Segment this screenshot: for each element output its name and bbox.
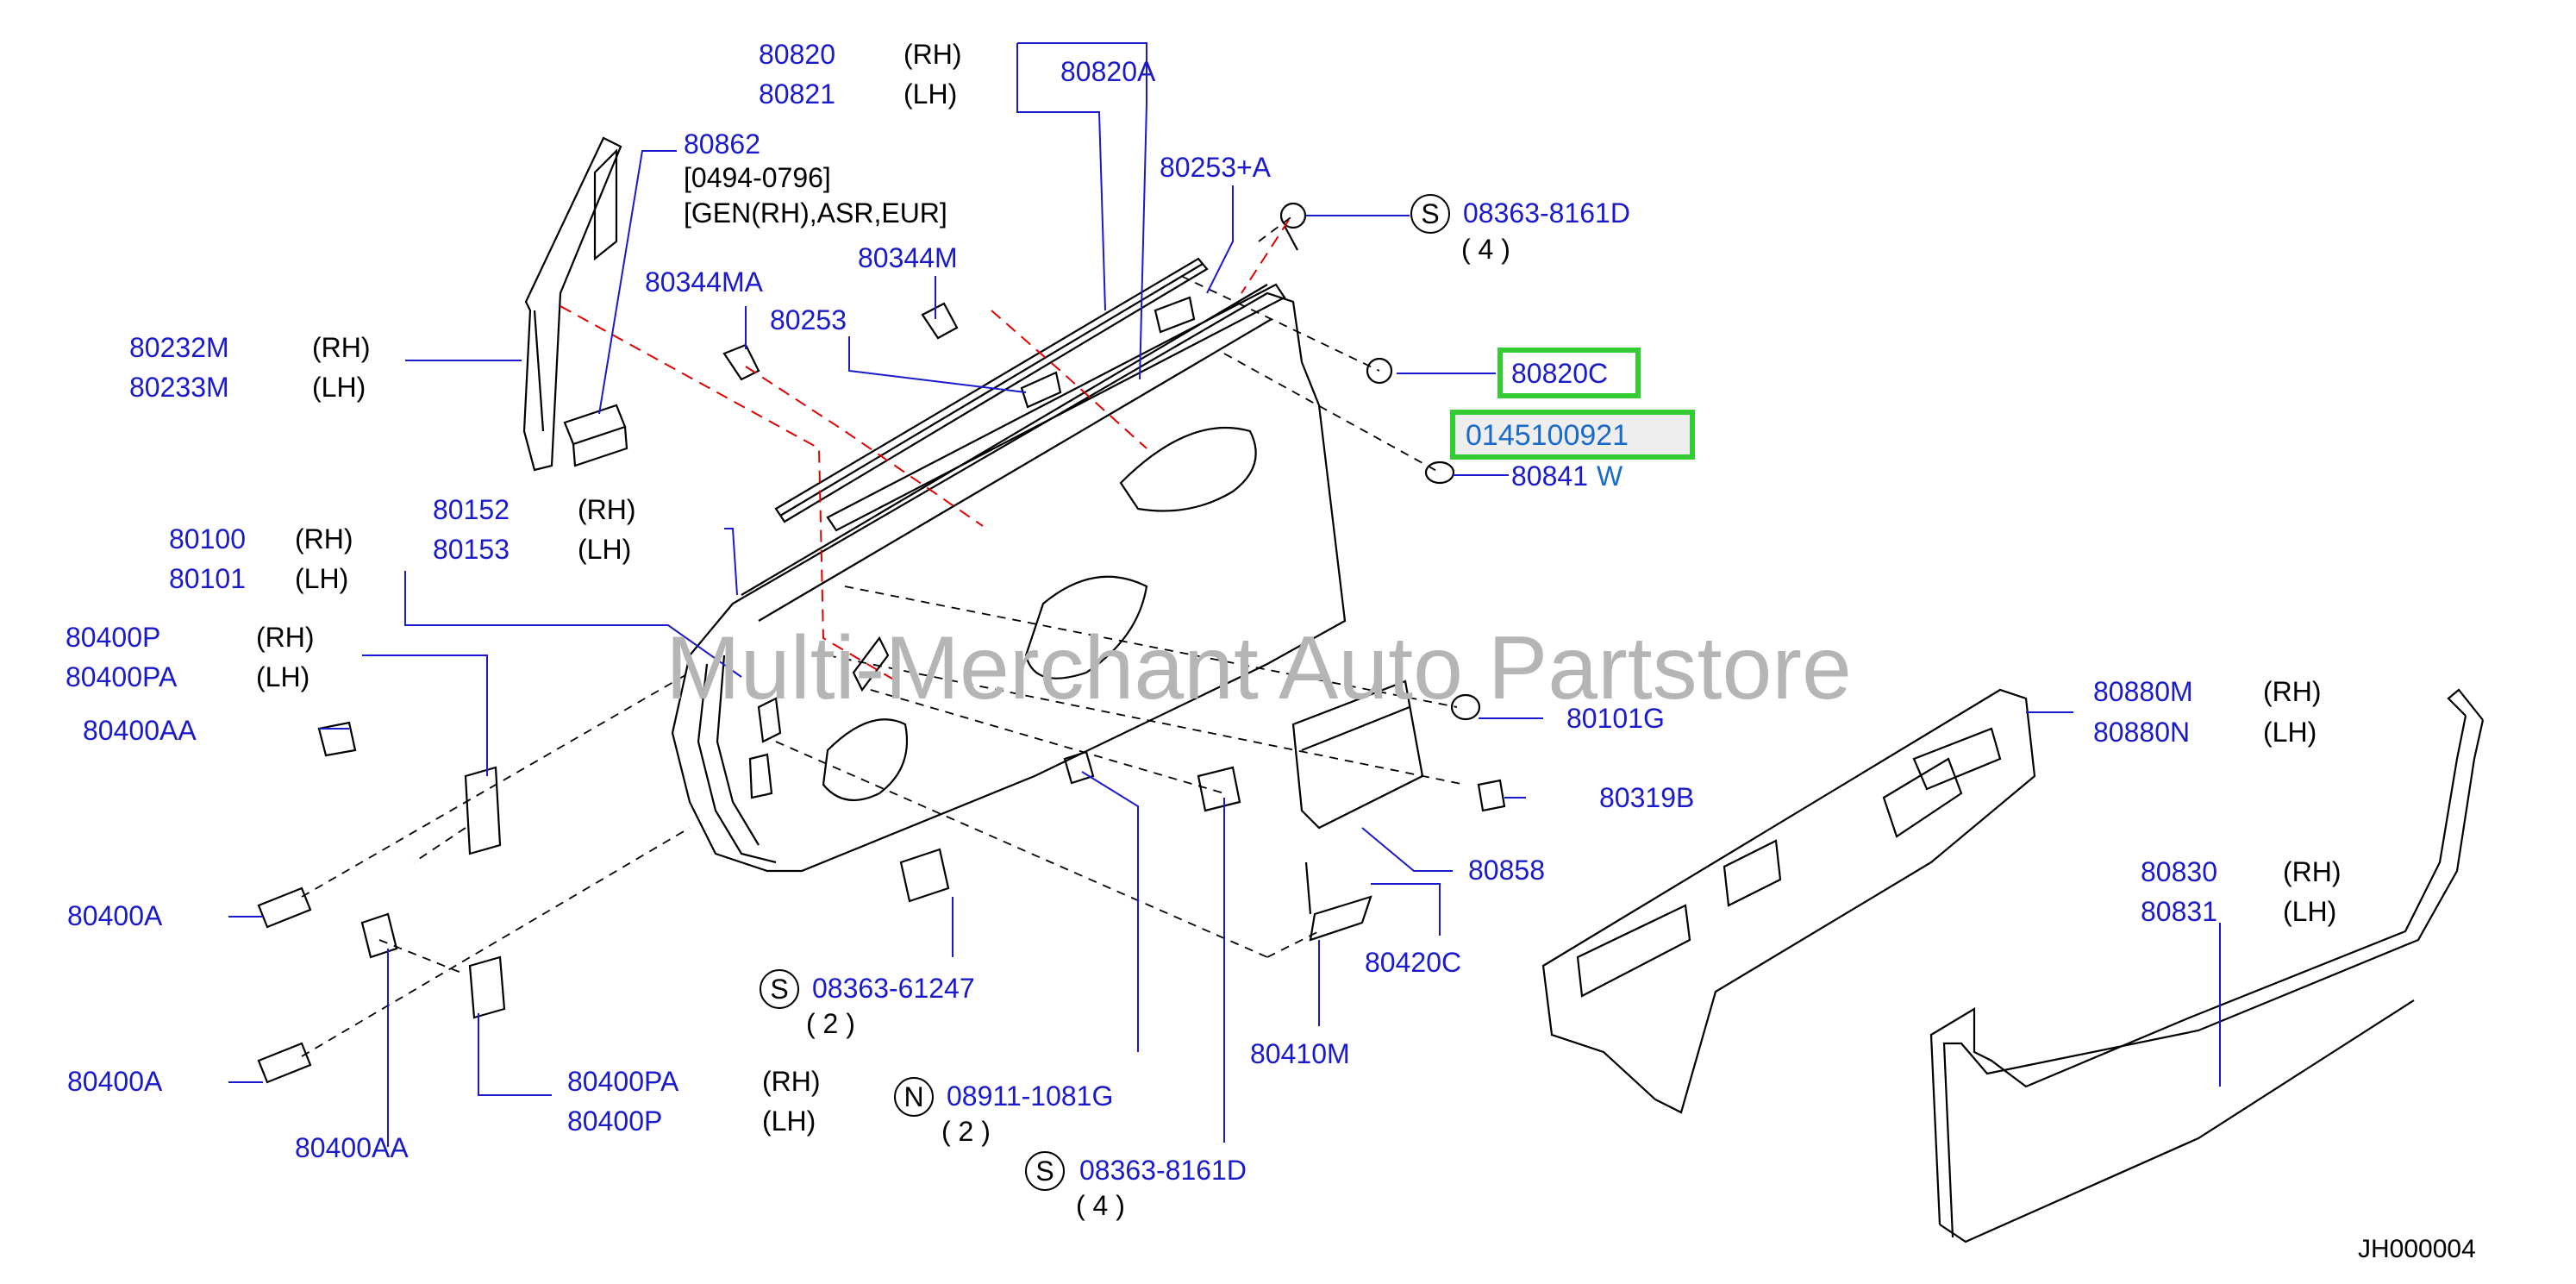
qty-61247: ( 2 ) [806,1008,855,1039]
front-channel-part [522,136,622,472]
n-mark: N [903,1081,923,1112]
label-lh: (LH) [312,372,366,403]
leader-lines [228,42,2221,1147]
label-80400A-2[interactable]: 80400A [67,1066,163,1097]
label-80830[interactable]: 80830 [2141,856,2217,887]
highlight-box-80820C[interactable] [1497,348,1641,398]
highlight-box-0145100921[interactable] [1450,410,1695,460]
label-80820[interactable]: 80820 [759,39,835,70]
label-0145100921[interactable]: 0145100921 [1466,419,1629,452]
note-80862-spec: [GEN(RH),ASR,EUR] [684,197,947,229]
s-mark: S [1035,1156,1054,1187]
s-circle-icon [760,969,799,1009]
label-80152[interactable]: 80152 [433,494,510,525]
diagram-code: JH000004 [2358,1235,2476,1263]
label-80253[interactable]: 80253 [770,304,847,335]
label-lh: (LH) [762,1105,816,1137]
s-circle-icon [1025,1151,1065,1191]
label-80820A[interactable]: 80820A [1060,56,1156,87]
label-rh: (RH) [295,523,353,554]
hinge-parts [257,721,1241,1084]
label-80420C[interactable]: 80420C [1365,947,1461,978]
label-80410M[interactable]: 80410M [1250,1038,1350,1069]
label-80821[interactable]: 80821 [759,78,835,110]
label-80820C[interactable]: 80820C [1511,358,1608,389]
label-08911-1081G[interactable]: 08911-1081G [947,1080,1113,1112]
rod-parts [1304,861,1372,942]
label-80858[interactable]: 80858 [1468,855,1545,886]
label-rh: (RH) [762,1066,821,1097]
label-80233M[interactable]: 80233M [129,372,229,403]
label-80344MA[interactable]: 80344MA [645,266,764,298]
watermark: Multi-Merchant Auto Partstore [666,618,1852,718]
label-80880M[interactable]: 80880M [2093,676,2193,707]
label-lh: (LH) [2283,896,2336,927]
label-80253A[interactable]: 80253+A [1160,152,1272,183]
door-sash-strip [774,257,1286,532]
label-80153[interactable]: 80153 [433,534,510,565]
label-80319B[interactable]: 80319B [1599,782,1694,813]
note-80862-date: [0494-0796] [684,162,831,193]
label-08363-61247[interactable]: 08363-61247 [812,973,975,1004]
label-80101G[interactable]: 80101G [1566,703,1665,734]
label-80232M[interactable]: 80232M [129,332,229,363]
part-labels: 80820 (RH) 80821 (LH) 80820A 80862 [0494… [66,39,2476,1263]
label-80400A-1[interactable]: 80400A [67,900,163,931]
clip-parts [722,296,1196,409]
label-80862[interactable]: 80862 [684,128,760,160]
box-part [1291,680,1424,830]
trim-board-part [1541,688,2036,1114]
s-circle-icon [1410,194,1450,234]
qty-top: ( 4 ) [1461,234,1510,265]
door-inner-panel [671,284,1347,873]
qty-1081G: ( 2 ) [941,1116,991,1147]
label-80880N[interactable]: 80880N [2093,717,2190,748]
label-lh: (LH) [578,534,631,565]
n-circle-icon [894,1077,934,1117]
label-80344M[interactable]: 80344M [858,242,958,273]
label-80831[interactable]: 80831 [2141,896,2217,927]
label-80400AA-top[interactable]: 80400AA [83,715,197,746]
red-reference-lines [560,219,1290,682]
label-80841[interactable]: 80841 [1511,460,1588,492]
label-80100[interactable]: 80100 [169,523,246,554]
label-80400PA-top[interactable]: 80400PA [66,661,178,692]
label-rh: (RH) [312,332,371,363]
label-rh: (RH) [256,622,315,653]
qty-bottom: ( 4 ) [1076,1190,1125,1221]
label-80101[interactable]: 80101 [169,563,246,594]
label-80400P-bottom[interactable]: 80400P [567,1105,662,1137]
label-rh: (RH) [2263,676,2322,707]
pad-part [563,404,628,467]
assembly-lines [301,215,1466,1057]
label-lh: (LH) [295,563,348,594]
label-08363-8161D-top[interactable]: 08363-8161D [1463,197,1630,229]
s-mark: S [770,974,788,1005]
label-80400P-top[interactable]: 80400P [66,622,160,653]
label-lh: (LH) [903,78,957,110]
label-rh: (RH) [903,39,962,70]
label-lh: (LH) [2263,717,2317,748]
label-overlap-w: W [1597,460,1623,492]
label-rh: (RH) [578,494,636,525]
label-08363-8161D-bottom[interactable]: 08363-8161D [1079,1155,1247,1186]
label-80400PA-bottom[interactable]: 80400PA [567,1066,679,1097]
label-rh: (RH) [2283,856,2342,887]
fastener-parts [1279,202,1506,812]
label-80400AA-bottom[interactable]: 80400AA [295,1132,409,1163]
weatherstrip-part [1929,688,2485,1243]
label-lh: (LH) [256,661,309,692]
s-mark: S [1421,198,1439,229]
